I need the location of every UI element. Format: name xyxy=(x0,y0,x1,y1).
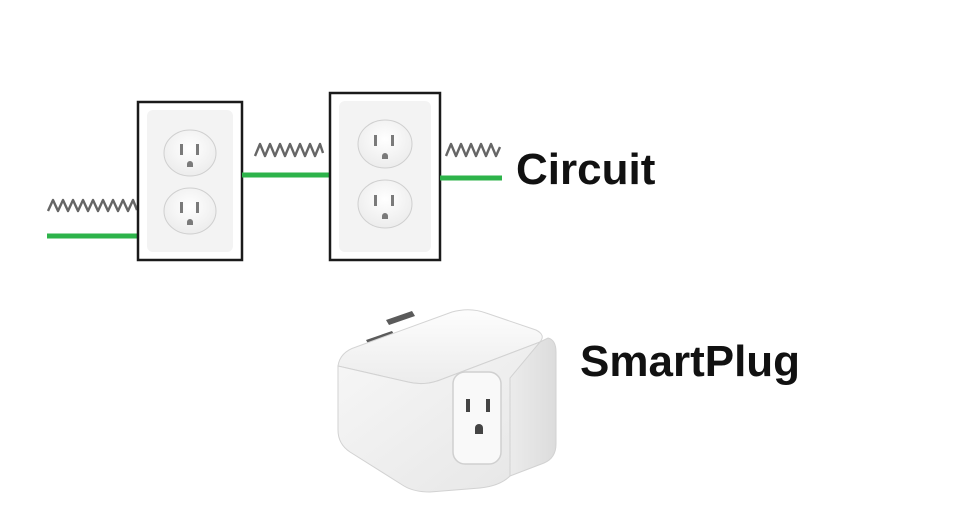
outlet-receptacle-bottom xyxy=(163,187,217,235)
outlet-receptacle-top xyxy=(163,129,217,177)
plug-prong xyxy=(386,311,415,325)
outlet-1 xyxy=(136,100,244,262)
circuit-label: Circuit xyxy=(516,145,656,194)
outlet-2 xyxy=(328,91,442,262)
coil-icon xyxy=(253,142,325,158)
plug-receptacle xyxy=(452,371,502,465)
coil-icon xyxy=(46,198,139,213)
smartplug-label: SmartPlug xyxy=(580,337,801,386)
outlet-receptacle-bottom xyxy=(357,179,413,229)
smart-plug-icon xyxy=(337,309,557,493)
outlet-receptacle-top xyxy=(357,119,413,169)
coil-icon xyxy=(444,142,502,158)
